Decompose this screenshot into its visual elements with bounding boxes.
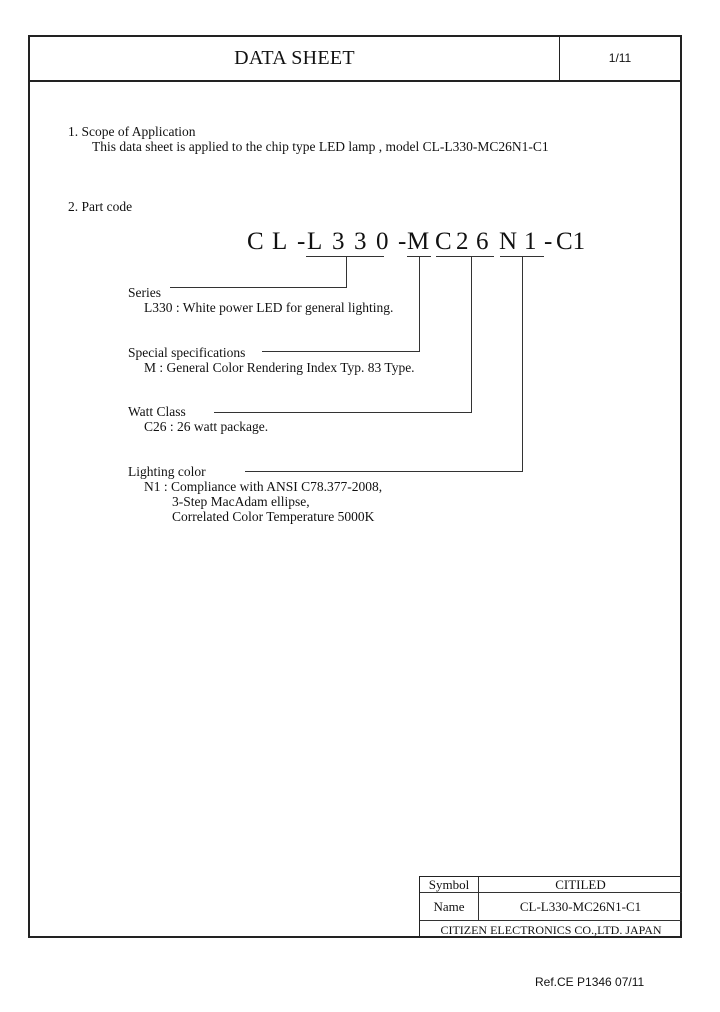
code-char: C xyxy=(247,228,264,255)
watt-desc: C26 : 26 watt package. xyxy=(144,419,269,434)
leader-lighting-vertical xyxy=(522,256,523,471)
header-row: DATA SHEET 1/11 xyxy=(30,37,680,82)
underline-series xyxy=(306,256,384,257)
page-frame: DATA SHEET 1/11 xyxy=(28,35,682,938)
lighting-line2: 3-Step MacAdam ellipse, xyxy=(172,494,310,509)
code-char: N xyxy=(499,228,518,255)
footer-ref: Ref.CE P1346 07/11 xyxy=(535,975,645,989)
lighting-line1: N1 : Compliance with ANSI C78.377-2008, xyxy=(144,479,383,494)
leader-series-horizontal xyxy=(170,287,347,288)
series-label: Series xyxy=(128,285,161,300)
leader-special-horizontal xyxy=(262,351,420,352)
code-char: 1 xyxy=(524,228,537,255)
series-desc: L330 : White power LED for general light… xyxy=(144,300,394,315)
page-title: DATA SHEET xyxy=(234,47,355,69)
code-char: 0 xyxy=(376,228,389,255)
code-char: L xyxy=(272,228,288,255)
watt-label: Watt Class xyxy=(128,404,186,419)
scope-body: This data sheet is applied to the chip t… xyxy=(92,139,549,154)
special-desc: M : General Color Rendering Index Typ. 8… xyxy=(144,360,415,375)
leader-series-vertical xyxy=(346,256,347,287)
symbol-table: Symbol CITILED Name CL-L330-MC26N1-C1 CI… xyxy=(419,876,682,938)
underline-watt xyxy=(436,256,494,257)
name-value: CL-L330-MC26N1-C1 xyxy=(519,899,642,914)
symbol-value: CITILED xyxy=(555,877,606,892)
code-char: 3 xyxy=(332,228,345,255)
name-label: Name xyxy=(433,899,465,914)
leader-watt-horizontal xyxy=(214,412,472,413)
lighting-line3: Correlated Color Temperature 5000K xyxy=(172,509,375,524)
code-char: 6 xyxy=(476,228,489,255)
scope-heading: 1. Scope of Application xyxy=(68,124,196,139)
lighting-label: Lighting color xyxy=(128,464,206,479)
header-divider xyxy=(559,37,560,80)
code-char: 3 xyxy=(354,228,367,255)
code-char: C1 xyxy=(556,228,586,255)
company-name: CITIZEN ELECTRONICS CO.,LTD. JAPAN xyxy=(440,923,662,937)
special-label: Special specifications xyxy=(128,345,246,360)
table-col-divider xyxy=(478,877,479,920)
table-row-divider xyxy=(420,920,682,921)
code-char: C xyxy=(435,228,452,255)
leader-lighting-horizontal xyxy=(245,471,523,472)
code-char: M xyxy=(407,228,430,255)
part-code-heading: 2. Part code xyxy=(68,199,133,214)
code-char: - xyxy=(398,228,407,255)
code-char: - xyxy=(544,228,553,255)
symbol-label: Symbol xyxy=(428,877,470,892)
code-char: - xyxy=(297,228,306,255)
page-number: 1/11 xyxy=(608,51,632,65)
leader-watt-vertical xyxy=(471,256,472,412)
leader-special-vertical xyxy=(419,256,420,351)
code-char: 2 xyxy=(456,228,469,255)
table-row-divider xyxy=(420,892,682,893)
code-char: L xyxy=(307,228,323,255)
